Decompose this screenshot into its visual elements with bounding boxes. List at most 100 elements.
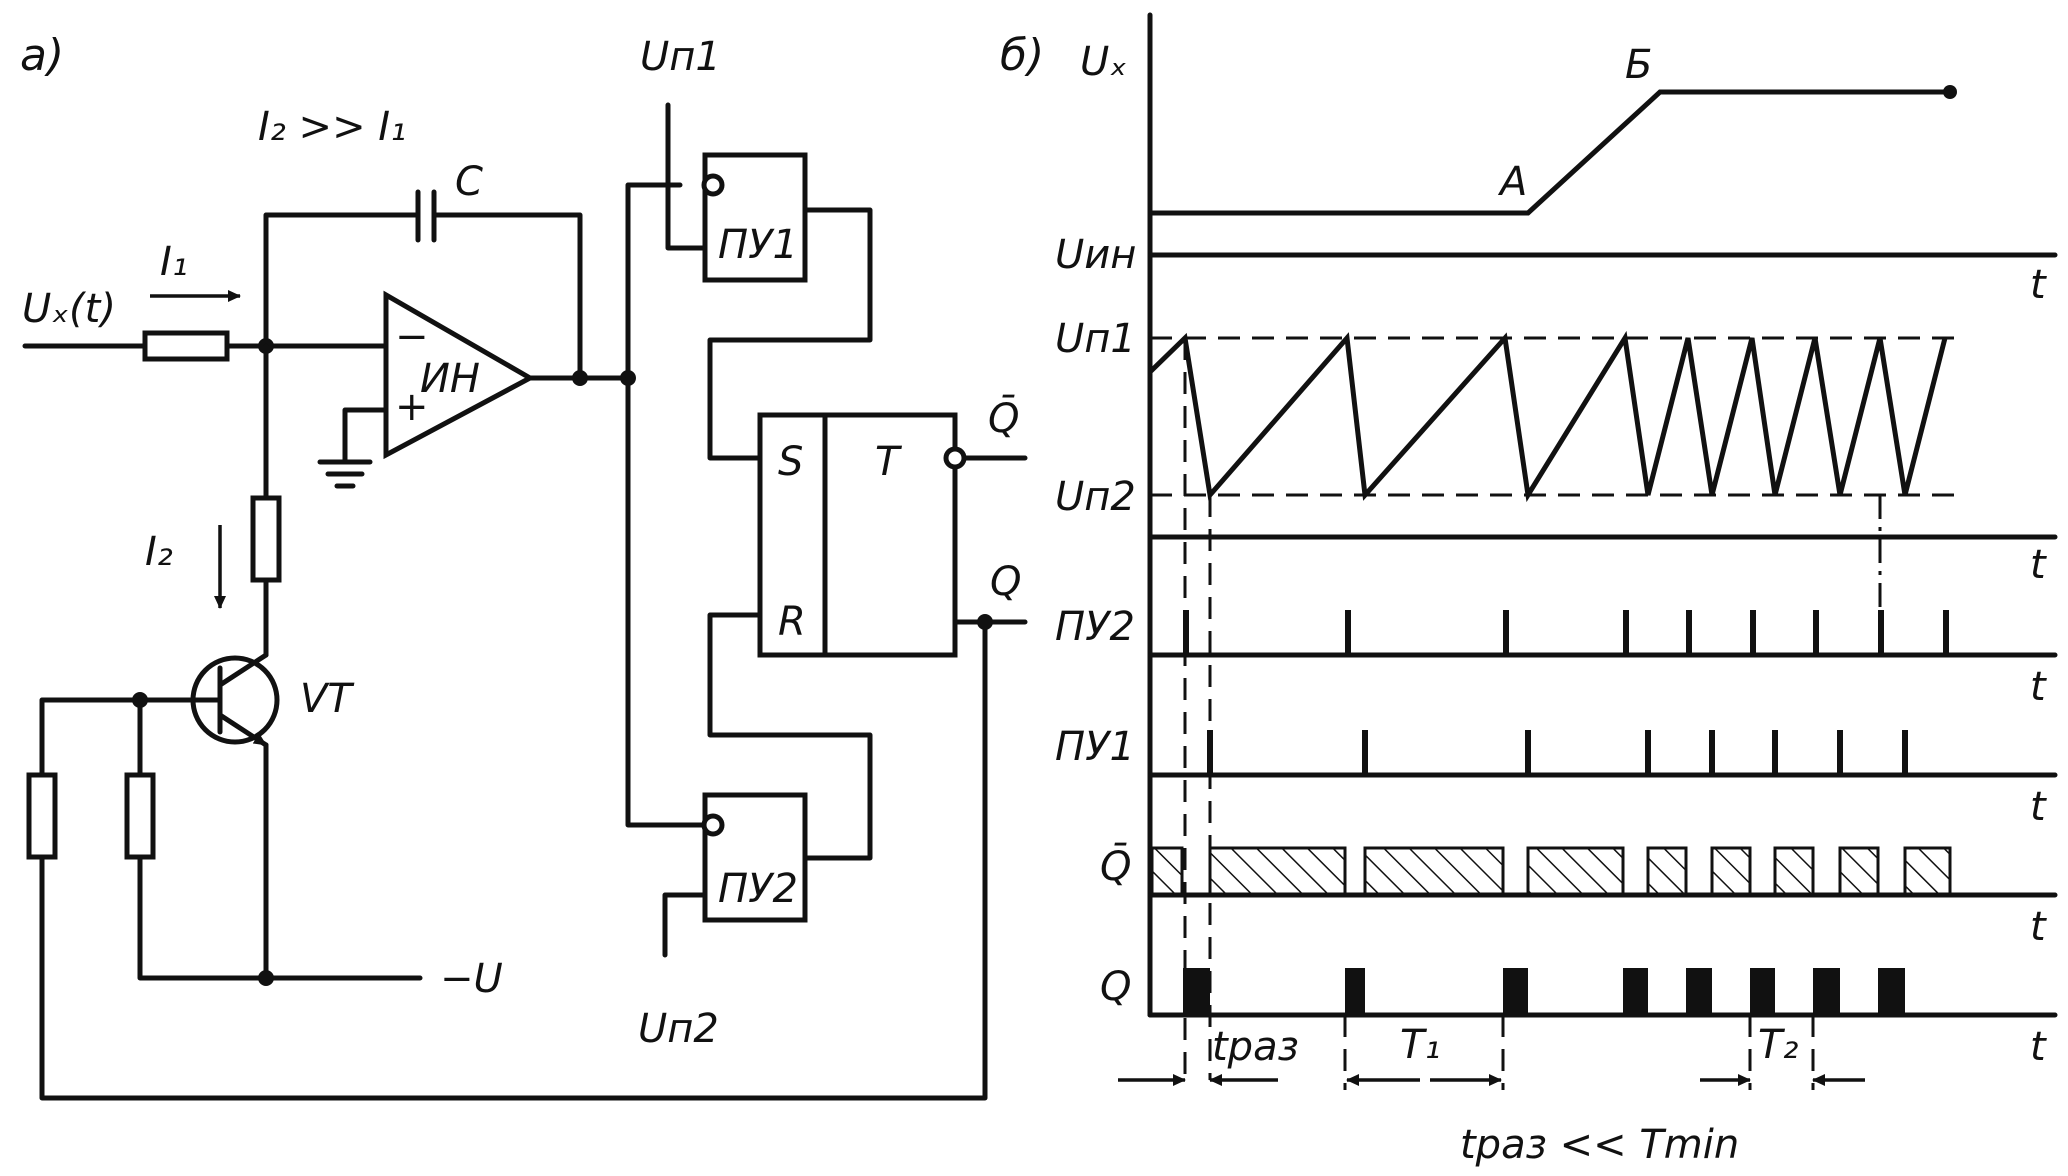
- supply-rail: [137, 854, 423, 981]
- q-bar-interval: [1903, 846, 1952, 897]
- t-axis-2: t: [2030, 542, 2047, 588]
- current-relation-label: I₂ >> I₁: [258, 104, 406, 150]
- q-pulse: [1878, 968, 1905, 1015]
- feedback-q-wire: [39, 619, 988, 1101]
- traz-label: tраз: [1212, 1024, 1299, 1070]
- q-bar-interval: [1208, 846, 1347, 897]
- q-pulses: [1183, 968, 1905, 1015]
- row-uin-label: Uин: [1055, 232, 1136, 278]
- row-ux-label: Uₓ: [1080, 39, 1127, 85]
- pu1-pulse: [1362, 730, 1368, 775]
- t-axis-1: t: [2030, 262, 2047, 308]
- q-pulse: [1623, 968, 1648, 1015]
- capacitor-label: C: [455, 159, 483, 205]
- pu2-pulse: [1503, 610, 1509, 655]
- pu1-inverting-input: [701, 173, 725, 197]
- condition-label: tраз << Tmin: [1460, 1122, 1739, 1168]
- q-pulse: [1686, 968, 1712, 1015]
- t-axis-6: t: [2030, 1024, 2047, 1070]
- t1-label: T₁: [1400, 1022, 1440, 1068]
- divider-top-wire: [39, 697, 143, 778]
- flipflop: [757, 412, 958, 658]
- threshold-1-label: Uп1: [640, 34, 721, 80]
- pu1-pulses: [1207, 730, 1908, 775]
- panel-b-label: б): [1000, 30, 1044, 81]
- integrator-opamp: [383, 290, 536, 460]
- pu2-pulse: [1183, 610, 1189, 655]
- q-pulse: [1750, 968, 1775, 1015]
- row-q-label: Q: [1100, 964, 1131, 1010]
- transistor-collector: [217, 652, 269, 688]
- transistor-label: VT: [300, 676, 355, 722]
- circuit-schematic: а) I₂ >> I₁ Uₓ(t) I₁ C − + ИН I₂: [20, 30, 1028, 1101]
- pu2-to-r-wire: [707, 612, 873, 861]
- pu2-inverting-input: [701, 813, 725, 837]
- divider-resistor-1: [26, 772, 58, 860]
- t-axis-4: t: [2030, 784, 2047, 830]
- q-bar-interval: [1150, 846, 1184, 897]
- threshold-1-wire: [665, 102, 708, 251]
- comparator-2-label: ПУ2: [718, 866, 798, 912]
- input-resistor: [142, 330, 230, 362]
- q-bar-interval: [1646, 846, 1688, 897]
- pu2-pulse: [1878, 610, 1884, 655]
- pu1-pulse: [1525, 730, 1531, 775]
- q-bar-interval: [1526, 846, 1625, 897]
- panel-a-label: а): [20, 30, 64, 81]
- pu2-pulses: [1183, 610, 1949, 655]
- pu2-pulse: [1686, 610, 1692, 655]
- pu1-pulse: [1902, 730, 1908, 775]
- q-bar-interval: [1773, 846, 1815, 897]
- transistor-emitter: [217, 712, 269, 748]
- pu2-pulse: [1345, 610, 1351, 655]
- ux-trace-end: [1943, 85, 1957, 99]
- emitter-resistor: [250, 495, 282, 583]
- timing-diagram: б) Uₓ A Б Uин t Uп1 Uп2 t ПУ2: [1000, 12, 2058, 1168]
- row-un1-label: Uп1: [1055, 316, 1136, 362]
- row-pu1-label: ПУ1: [1055, 724, 1135, 770]
- bus-to-pu2: [625, 375, 708, 828]
- q-pulse: [1345, 968, 1365, 1015]
- threshold-2-wire: [662, 892, 708, 958]
- t-axis-3: t: [2030, 664, 2047, 710]
- feedback-wire-left: [263, 212, 421, 349]
- current-i2-label: I₂: [145, 529, 173, 575]
- q-output-node: [977, 614, 993, 630]
- bus-to-pu1: [625, 182, 683, 381]
- t-axis-5: t: [2030, 904, 2047, 950]
- pu1-pulse: [1645, 730, 1651, 775]
- ux-trace: [1150, 89, 1950, 216]
- t2-label: T₂: [1758, 1022, 1798, 1068]
- q-pulse: [1503, 968, 1528, 1015]
- divider-resistor-2: [124, 772, 156, 860]
- row-q-bar-label: Q̄: [1100, 842, 1131, 890]
- threshold-2-label: Uп2: [638, 1006, 719, 1052]
- point-b-label: Б: [1625, 42, 1652, 88]
- input-signal-label: Uₓ(t): [22, 286, 116, 332]
- pu2-pulse: [1750, 610, 1756, 655]
- row-pu2-label: ПУ2: [1055, 604, 1135, 650]
- flipflop-r-label: R: [778, 599, 806, 645]
- pu2-pulse: [1623, 610, 1629, 655]
- comparator-pu1: [702, 152, 808, 283]
- pu2-pulse: [1813, 610, 1819, 655]
- q-bar-hatched-intervals: [1150, 846, 1952, 897]
- q-pulse: [1183, 968, 1210, 1015]
- opamp-plus: +: [395, 384, 429, 430]
- q-bar-interval: [1363, 846, 1505, 897]
- pu1-pulse: [1709, 730, 1715, 775]
- flipflop-s-label: S: [778, 439, 803, 485]
- point-a-label: A: [1497, 159, 1527, 205]
- integrator-label: ИН: [420, 356, 480, 402]
- integrator-saw-trace: [1148, 330, 1948, 503]
- q-label: Q: [990, 559, 1021, 605]
- q-bar-bubble: [943, 446, 967, 470]
- q-bar-interval: [1838, 846, 1880, 897]
- row-un2-label: Uп2: [1055, 474, 1136, 520]
- q-bar-label: Q̄: [988, 394, 1019, 442]
- pu1-to-s-wire: [707, 207, 873, 461]
- supply-node: [258, 970, 274, 986]
- comparator-1-label: ПУ1: [718, 222, 798, 268]
